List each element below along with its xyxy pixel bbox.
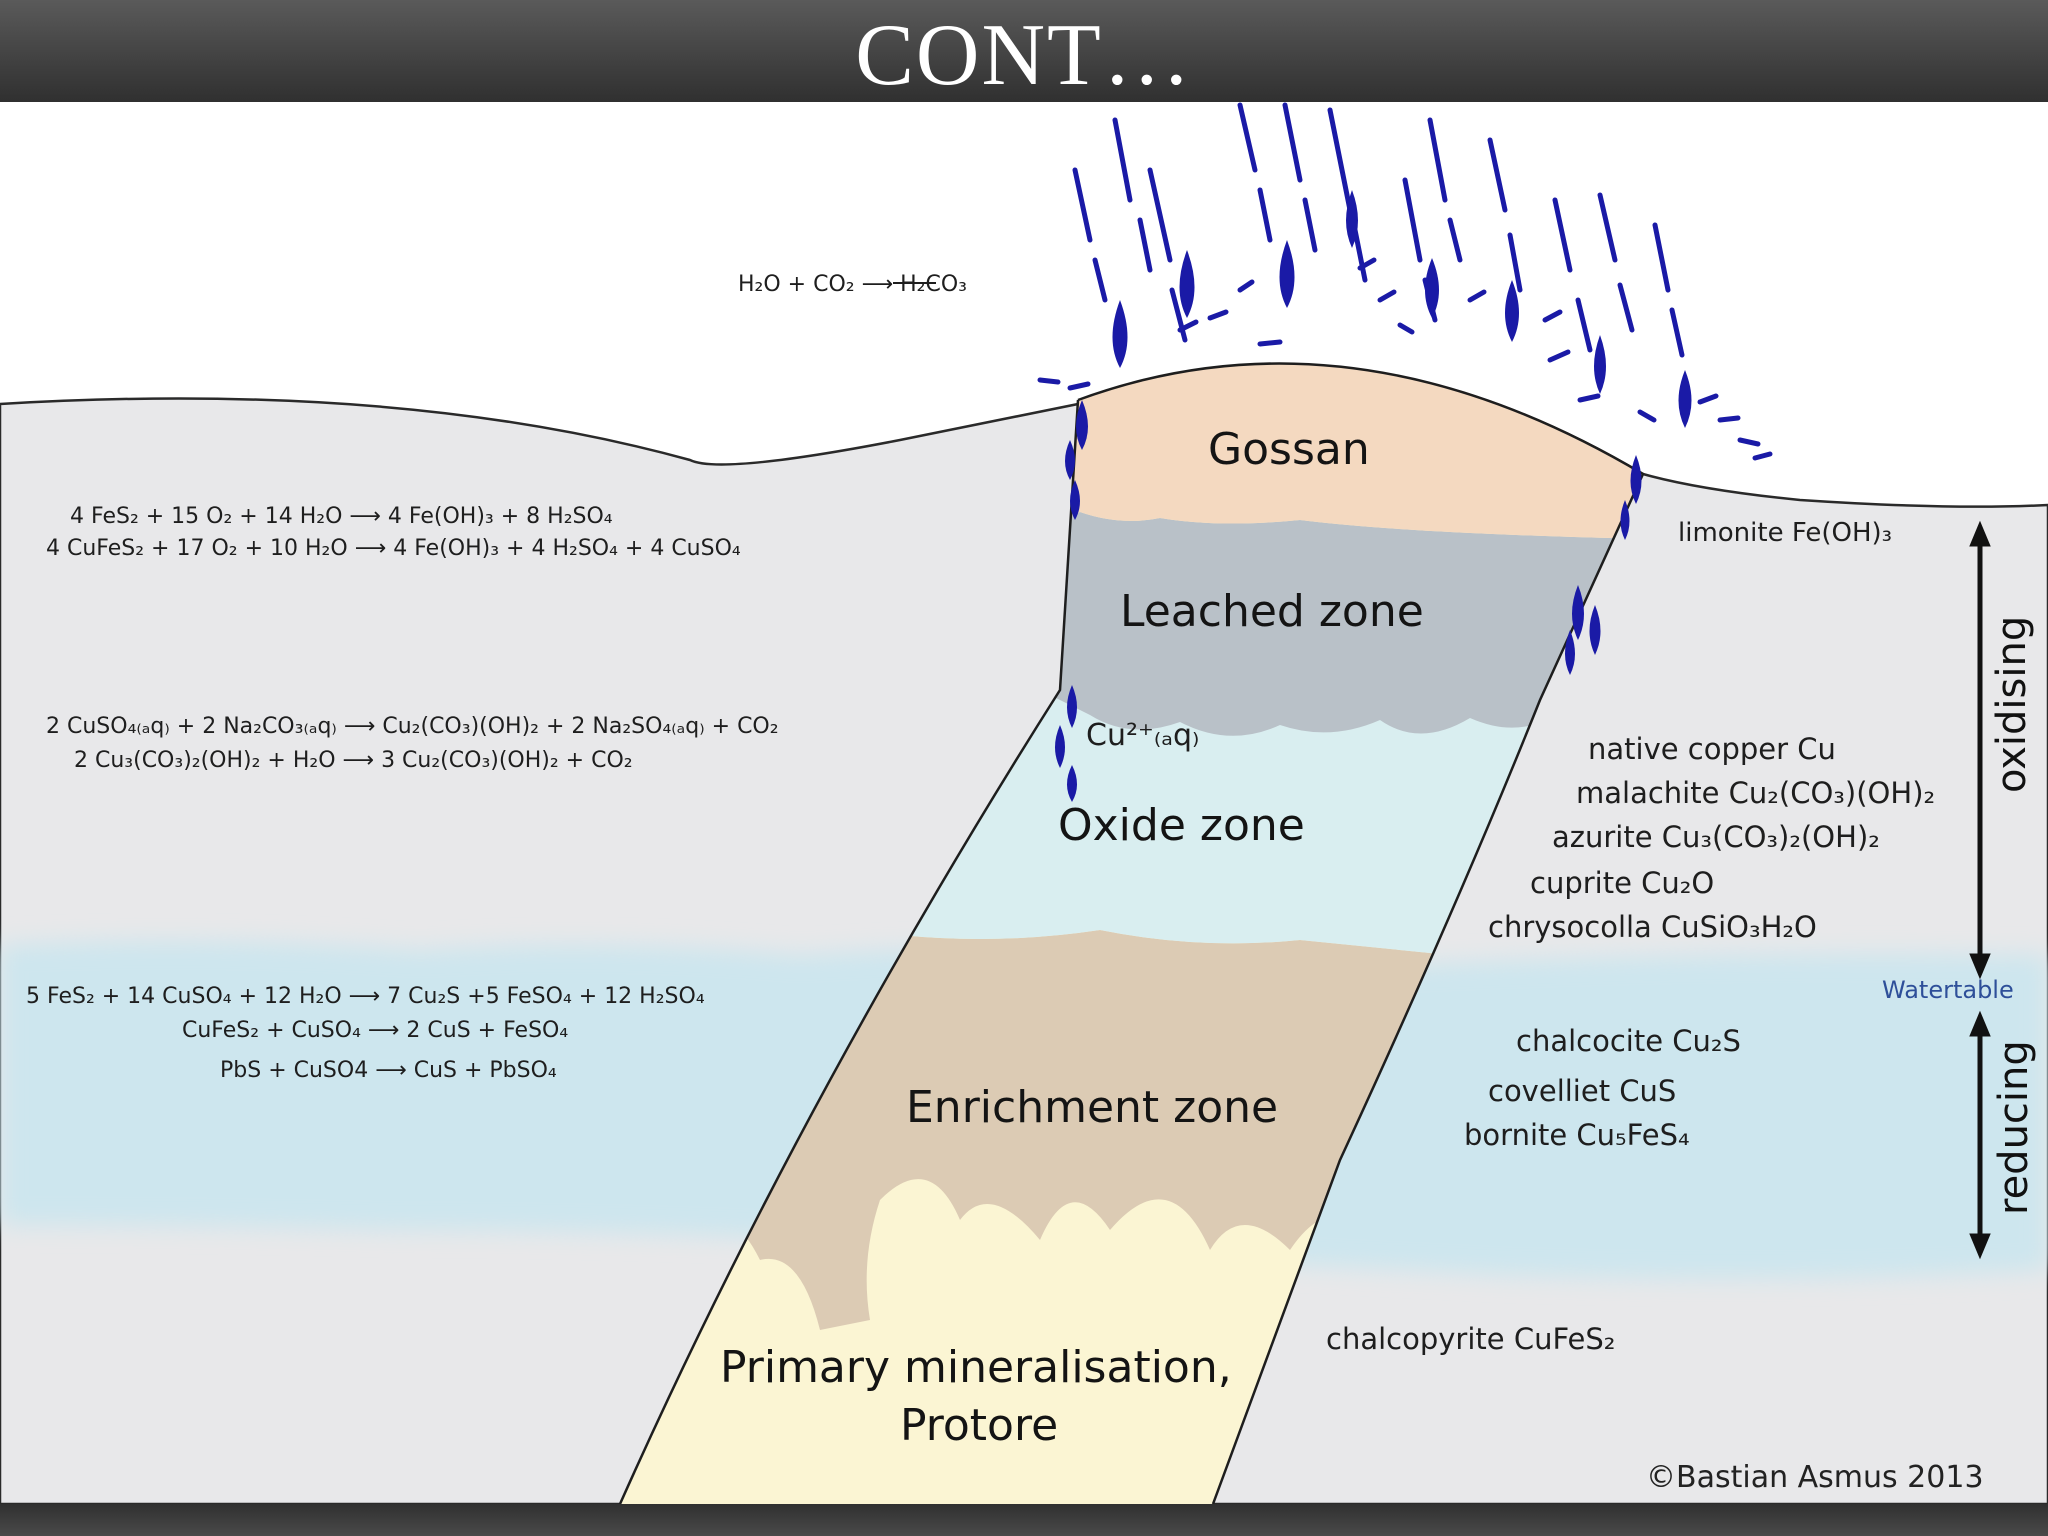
native-copper-label: native copper Cu [1588, 732, 1836, 766]
oxidation-equation-2: 4 CuFeS₂ + 17 O₂ + 10 H₂O ⟶ 4 Fe(OH)₃ + … [46, 536, 741, 561]
carbonate-equation-2: 2 Cu₃(CO₃)₂(OH)₂ + H₂O ⟶ 3 Cu₂(CO₃)(OH)₂… [74, 748, 633, 773]
limonite-label: limonite Fe(OH)₃ [1678, 518, 1893, 548]
enrichment-equation-3: PbS + CuSO4 ⟶ CuS + PbSO₄ [220, 1058, 557, 1083]
bottom-bar [0, 1504, 2048, 1536]
watertable-label: Watertable [1882, 976, 2014, 1004]
chalcopyrite-label: chalcopyrite CuFeS₂ [1326, 1322, 1616, 1356]
oxide-zone-label: Oxide zone [1058, 800, 1305, 851]
cuprite-label: cuprite Cu₂O [1530, 866, 1715, 900]
rain-streaks [1072, 102, 1685, 358]
primary-zone-label-line2: Protore [900, 1400, 1059, 1451]
slide-title: CONT… [855, 7, 1193, 104]
malachite-label: malachite Cu₂(CO₃)(OH)₂ [1576, 776, 1936, 810]
copyright-credit: ©Bastian Asmus 2013 [1646, 1460, 1984, 1495]
carbonic-acid-reaction: H₂O + CO₂ ⟶ H₂CO₃ [738, 272, 967, 297]
gossan-label: Gossan [1208, 424, 1370, 475]
title-bar: CONT… [0, 0, 2048, 104]
splashes [1037, 257, 1773, 461]
enrichment-equation-1: 5 FeS₂ + 14 CuSO₄ + 12 H₂O ⟶ 7 Cu₂S +5 F… [26, 984, 705, 1009]
chalcocite-label: chalcocite Cu₂S [1516, 1024, 1741, 1058]
carbonate-equation-1: 2 CuSO₄₍ₐq₎ + 2 Na₂CO₃₍ₐq₎ ⟶ Cu₂(CO₃)(OH… [46, 714, 779, 739]
primary-zone-label-line1: Primary mineralisation, [720, 1342, 1232, 1393]
bornite-label: bornite Cu₅FeS₄ [1464, 1118, 1690, 1152]
vein-outline [618, 362, 1645, 1504]
covelliet-label: covelliet CuS [1488, 1074, 1677, 1108]
oxidising-label: oxidising [1989, 615, 2035, 793]
redox-arrows [1969, 520, 1991, 1260]
enrichment-equation-2: CuFeS₂ + CuSO₄ ⟶ 2 CuS + FeSO₄ [182, 1018, 569, 1043]
enrichment-zone-label: Enrichment zone [906, 1082, 1279, 1133]
chrysocolla-label: chrysocolla CuSiO₃H₂O [1488, 910, 1817, 944]
reducing-label: reducing [1991, 1040, 2037, 1215]
supergene-enrichment-diagram: H₂O + CO₂ ⟶ H₂CO₃ Gossan Leached zone Cu… [0, 102, 2048, 1504]
cu-ion-label: Cu²⁺₍ₐq₎ [1086, 718, 1200, 753]
diagram-graphics [0, 102, 2048, 1504]
leached-zone-label: Leached zone [1120, 586, 1424, 637]
raindrops [1055, 190, 1692, 802]
oxidation-equation-1: 4 FeS₂ + 15 O₂ + 14 H₂O ⟶ 4 Fe(OH)₃ + 8 … [70, 504, 613, 529]
azurite-label: azurite Cu₃(CO₃)₂(OH)₂ [1552, 820, 1880, 854]
